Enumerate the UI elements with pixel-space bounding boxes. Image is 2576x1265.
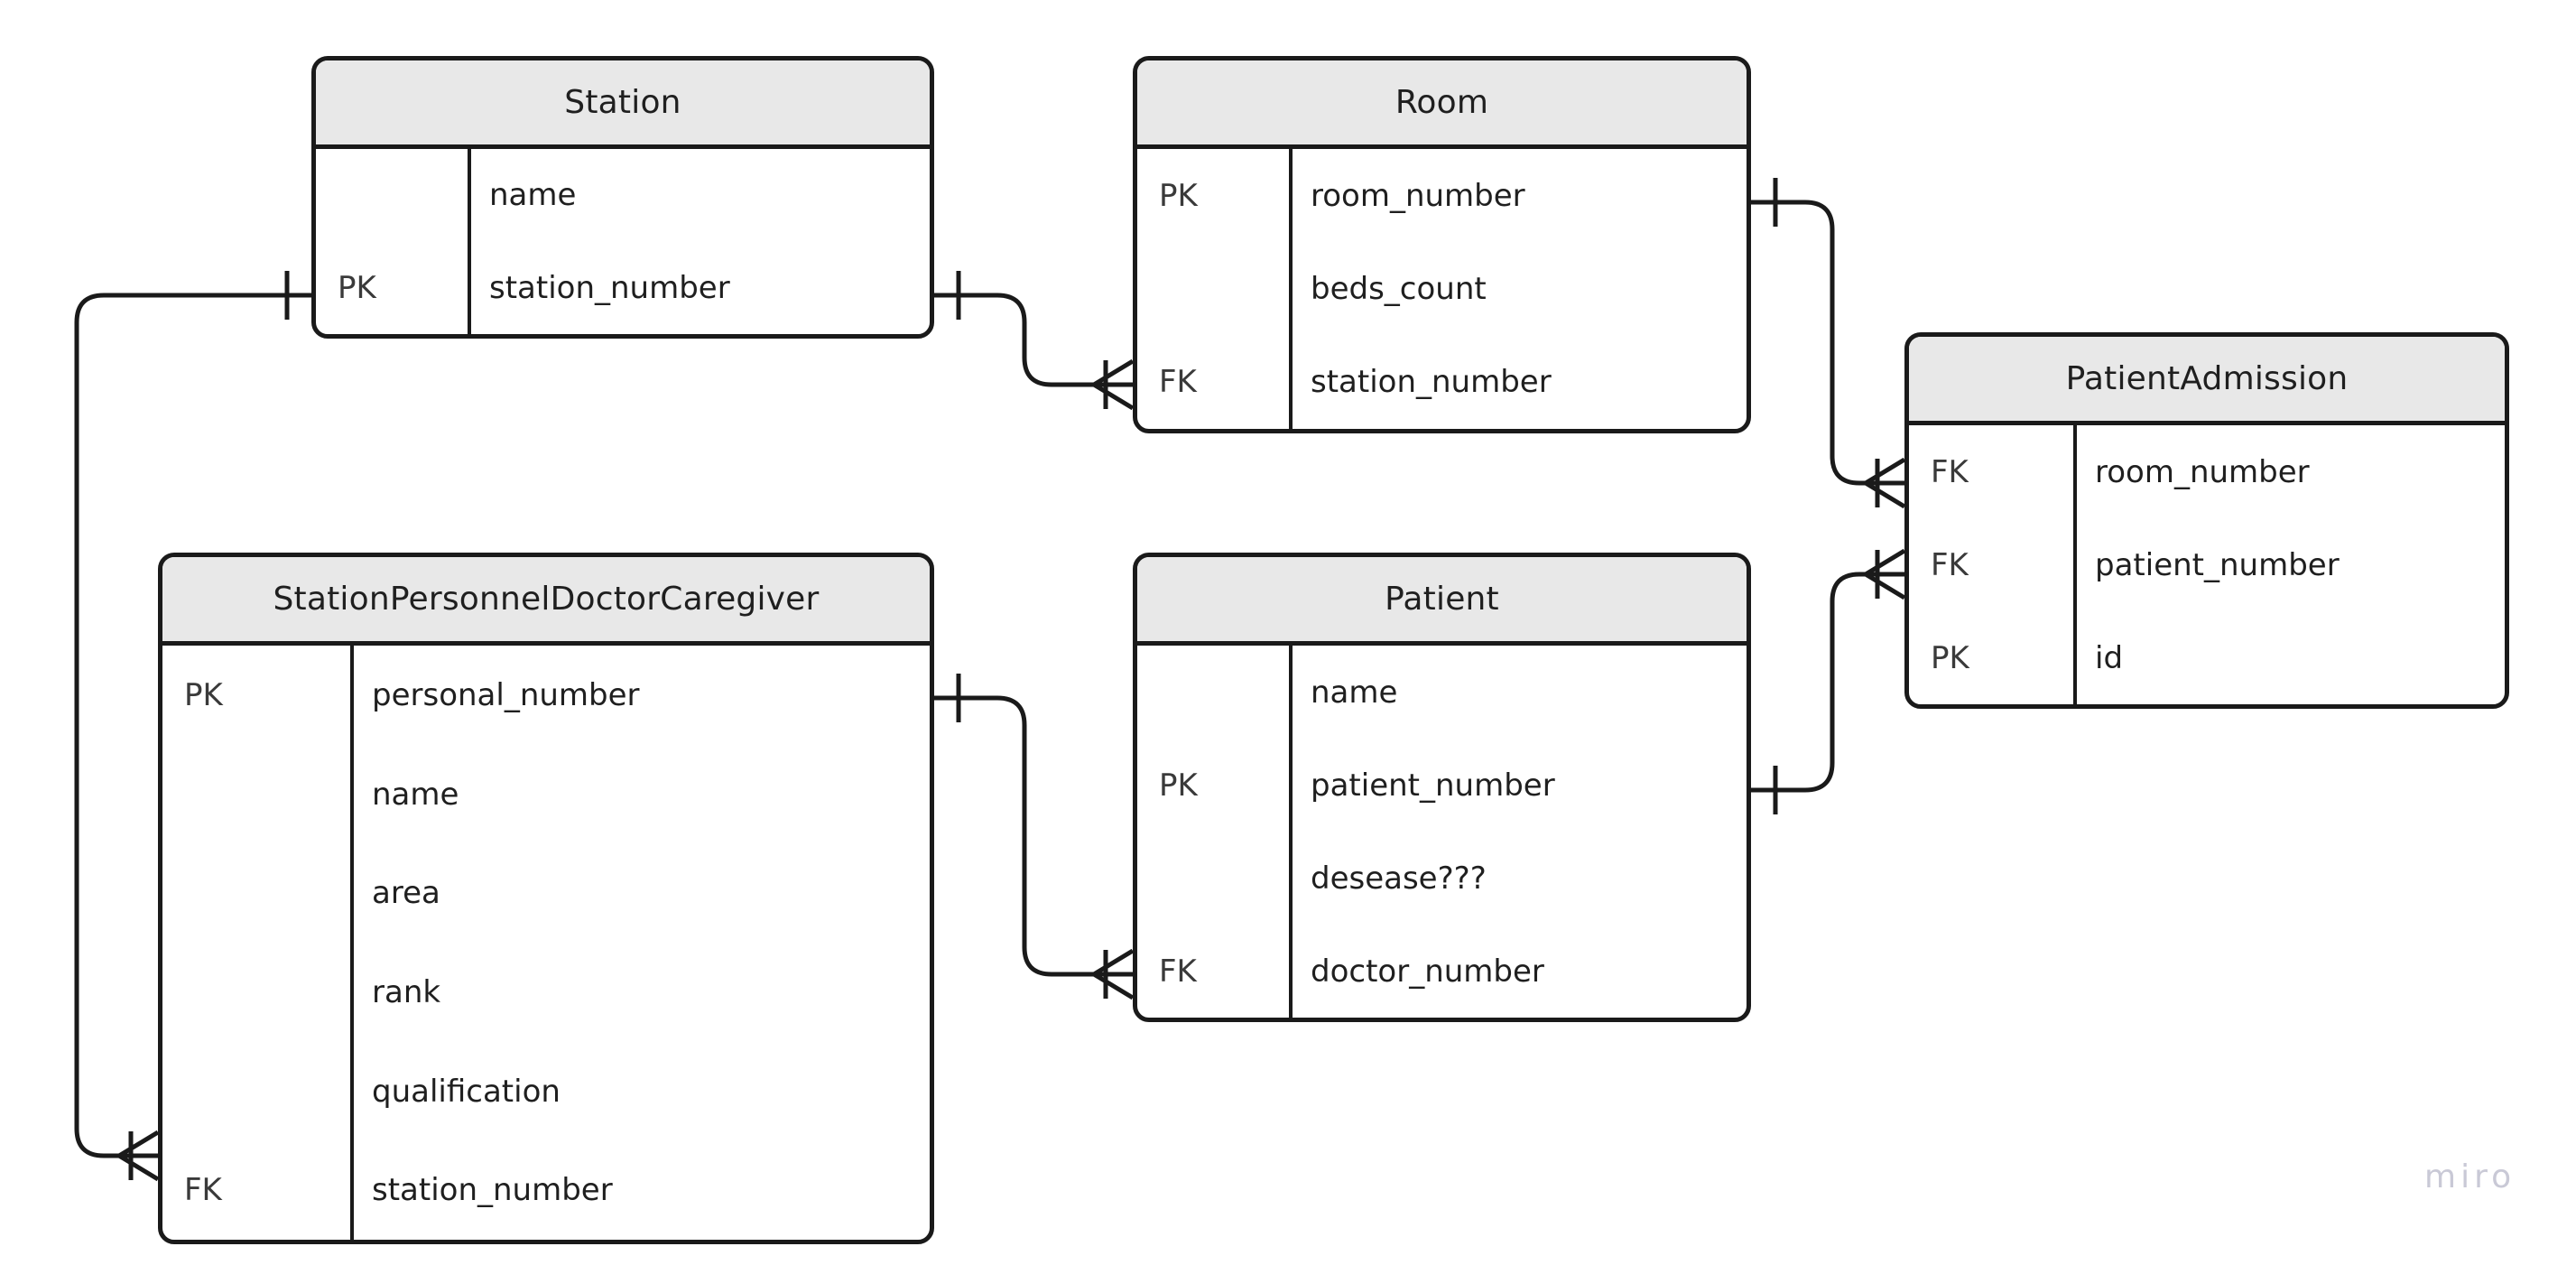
attribute-name: id [2095,639,2124,676]
miro-watermark: miro [2424,1158,2516,1195]
attribute-row[interactable]: area [162,843,930,943]
attribute-name: beds_count [1311,270,1487,307]
attribute-row[interactable]: PK patient_number [1137,739,1747,832]
entity-patient-admission[interactable]: PatientAdmission FK room_number FK patie… [1904,332,2509,709]
attribute-row[interactable]: FK station_number [162,1140,930,1240]
attribute-name: desease??? [1311,860,1487,897]
connector-patient-patientadmission[interactable] [1751,548,1906,814]
attribute-key: FK [1931,453,1969,490]
attribute-row[interactable]: PK room_number [1137,149,1747,242]
entity-title-station: Station [316,60,930,149]
connector-station-room[interactable] [934,271,1135,411]
entity-attributes-station: name PK station_number [316,149,930,334]
attribute-key: PK [184,676,223,713]
entity-title-text: Patient [1385,581,1499,618]
attribute-row[interactable]: name [1137,646,1747,739]
attribute-row[interactable]: beds_count [1137,242,1747,335]
entity-title-text: Station [564,84,681,121]
attribute-row[interactable]: FK room_number [1909,425,2505,518]
entity-title-text: Room [1395,84,1489,121]
key-column-divider [2073,425,2077,704]
attribute-name: qualification [372,1073,561,1110]
entity-room[interactable]: Room PK room_number beds_count FK statio… [1133,56,1751,433]
attribute-row[interactable]: name [316,149,930,242]
attribute-name: room_number [2095,453,2310,490]
attribute-name: room_number [1311,177,1525,214]
attribute-name: rank [372,973,441,1010]
entity-patient[interactable]: Patient name PK patient_number desease??… [1133,553,1751,1022]
entity-title-patient: Patient [1137,557,1747,646]
attribute-row[interactable]: FK patient_number [1909,518,2505,611]
entity-station-personnel-doctor-caregiver[interactable]: StationPersonnelDoctorCaregiver PK perso… [158,553,934,1244]
attribute-key: PK [1159,177,1198,214]
key-column-divider [468,149,471,334]
attribute-row[interactable]: qualification [162,1042,930,1141]
attribute-name: station_number [372,1172,613,1209]
key-column-divider [350,646,354,1240]
attribute-key: PK [338,269,376,306]
entity-title-patient-admission: PatientAdmission [1909,337,2505,425]
entity-title-station-personnel: StationPersonnelDoctorCaregiver [162,557,930,646]
entity-title-text: PatientAdmission [2065,360,2349,397]
connector-room-patientadmission[interactable] [1751,178,1906,509]
attribute-key: FK [184,1172,222,1209]
entity-attributes-room: PK room_number beds_count FK station_num… [1137,149,1747,429]
attribute-key: FK [1159,364,1197,401]
attribute-name: station_number [489,269,730,306]
connector-personnel-patient[interactable] [934,674,1135,1000]
attribute-key: PK [1931,639,1969,676]
attribute-row[interactable]: FK station_number [1137,336,1747,429]
entity-attributes-station-personnel: PK personal_number name area rank qualif… [162,646,930,1240]
attribute-row[interactable]: rank [162,943,930,1042]
entity-attributes-patient-admission: FK room_number FK patient_number PK id [1909,425,2505,704]
attribute-row[interactable]: FK doctor_number [1137,925,1747,1018]
attribute-row[interactable]: name [162,745,930,844]
key-column-divider [1289,646,1293,1018]
attribute-key: FK [1159,953,1197,990]
key-column-divider [1289,149,1293,429]
attribute-name: name [1311,674,1398,711]
attribute-name: name [489,177,577,214]
attribute-key: FK [1931,546,1969,583]
attribute-name: station_number [1311,364,1552,401]
attribute-name: name [372,776,459,813]
entity-title-room: Room [1137,60,1747,149]
attribute-name: patient_number [2095,546,2340,583]
attribute-row[interactable]: desease??? [1137,832,1747,925]
attribute-row[interactable]: PK station_number [316,242,930,335]
entity-attributes-patient: name PK patient_number desease??? FK doc… [1137,646,1747,1018]
entity-station[interactable]: Station name PK station_number [311,56,934,339]
attribute-row[interactable]: PK id [1909,611,2505,704]
attribute-name: doctor_number [1311,953,1544,990]
attribute-row[interactable]: PK personal_number [162,646,930,745]
attribute-name: personal_number [372,676,640,713]
attribute-name: patient_number [1311,767,1555,804]
entity-title-text: StationPersonnelDoctorCaregiver [273,581,820,618]
attribute-key: PK [1159,767,1198,804]
attribute-name: area [372,875,440,912]
